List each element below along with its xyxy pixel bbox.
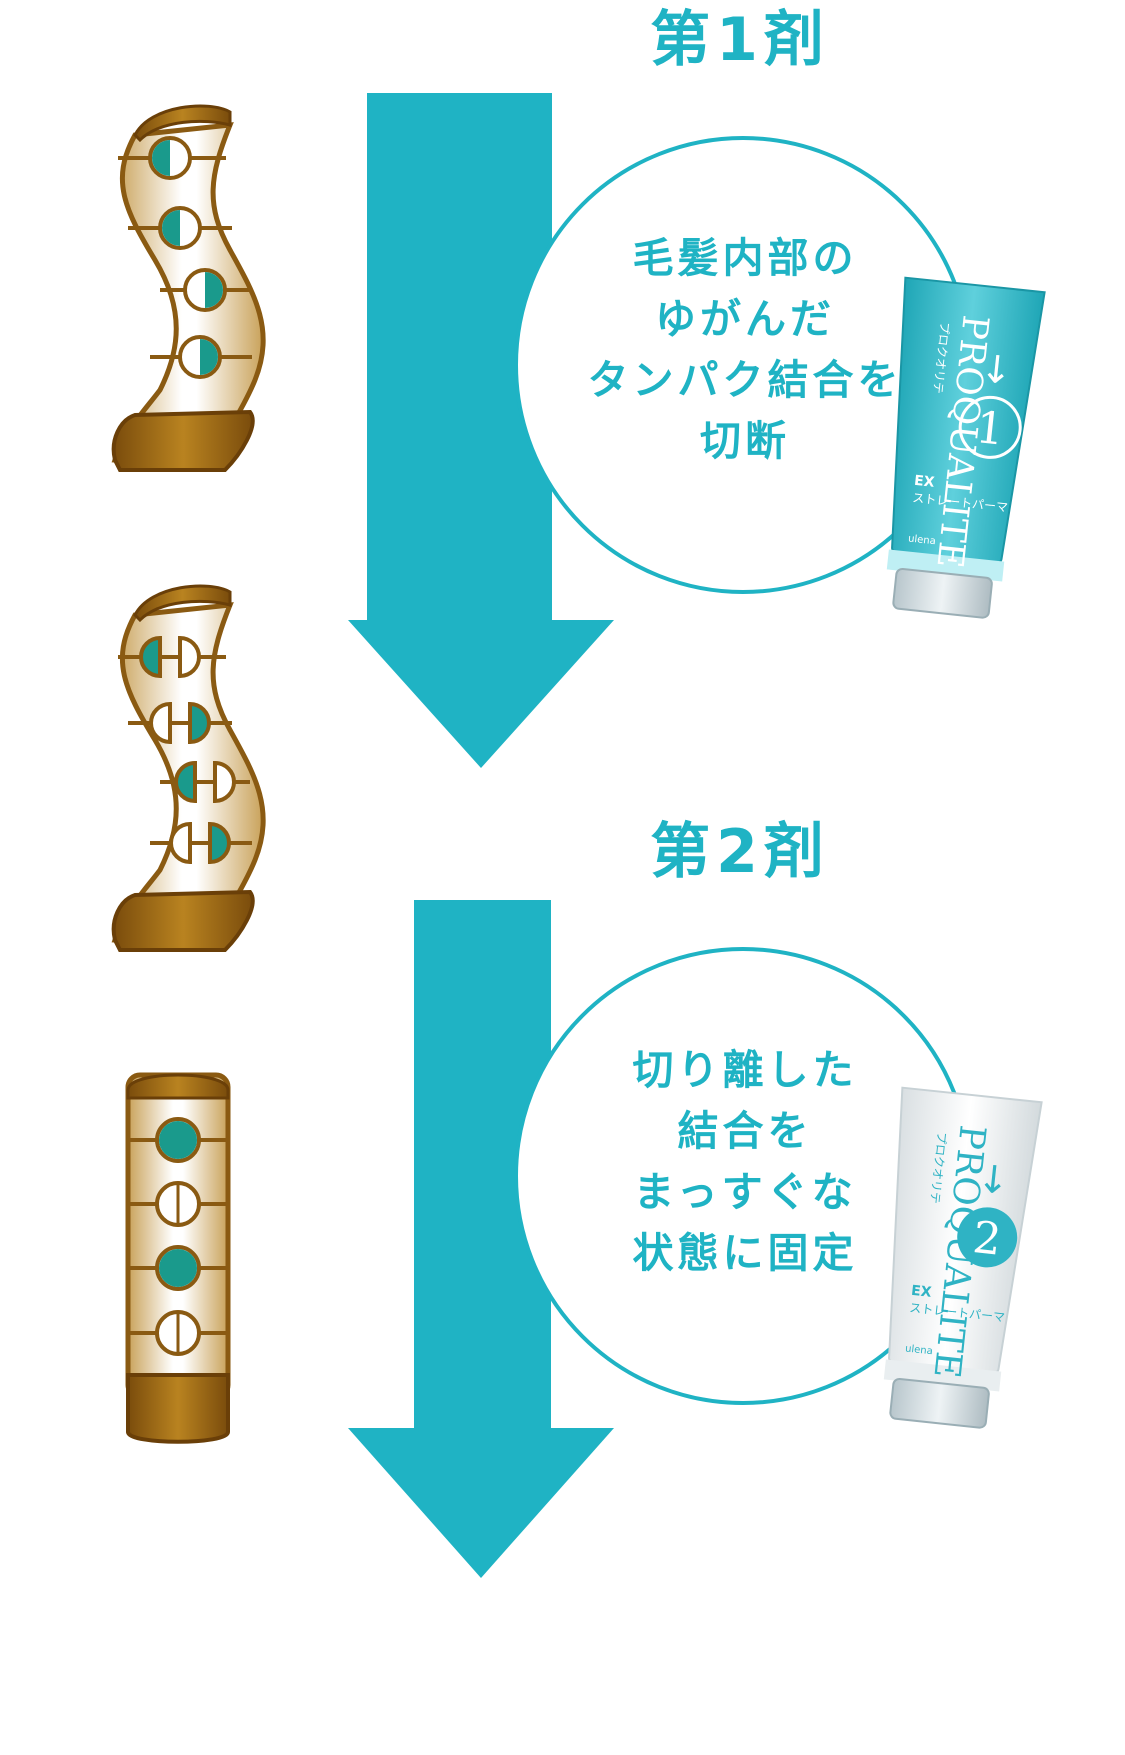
product1-number: 1	[973, 402, 1006, 456]
product2-number-badge	[957, 1207, 1018, 1268]
hair-wavy-before	[111, 104, 266, 472]
step1-line-3: タンパク結合を	[587, 356, 903, 404]
product-tube-2: PROQUALITE プロクオリテ 2 ↓ EX ストレートパーマ ulena	[883, 1086, 1043, 1429]
product2-type-en: EX	[910, 1283, 932, 1301]
product1-number-badge	[958, 395, 1022, 459]
step2-line-3: まっすぐな	[633, 1168, 857, 1216]
bond-circles-joined	[148, 136, 227, 379]
step2-line-1: 切り離した	[632, 1046, 858, 1094]
bond-circles-split	[139, 635, 236, 865]
step1-line-4: 切断	[700, 417, 790, 465]
product1-type-en: EX	[913, 473, 935, 491]
hair-straight-after	[125, 1072, 231, 1444]
bond-circles-straight	[155, 1117, 201, 1356]
step1-line-2: ゆがんだ	[655, 295, 835, 343]
product1-arrow-icon: ↓	[978, 346, 1014, 393]
step1-description: 毛髪内部の ゆがんだ タンパク結合を 切断	[545, 228, 945, 472]
step2-line-4: 状態に固定	[632, 1229, 858, 1277]
step2-line-2: 結合を	[677, 1107, 813, 1155]
product1-maker: ulena	[908, 533, 937, 547]
product-tube-1: PROQUALITE プロクオリテ 1 ↓ EX ストレートパーマ ulena	[886, 276, 1046, 619]
step1-line-1: 毛髪内部の	[632, 234, 858, 282]
product2-maker: ulena	[905, 1343, 934, 1357]
step2-description: 切り離した 結合を まっすぐな 状態に固定	[545, 1040, 945, 1284]
product2-arrow-icon: ↓	[975, 1156, 1011, 1203]
step2-title: 第2剤	[650, 817, 830, 887]
hair-wavy-split	[111, 584, 266, 952]
product2-number: 2	[970, 1212, 1003, 1266]
step1-title: 第1剤	[650, 5, 830, 75]
